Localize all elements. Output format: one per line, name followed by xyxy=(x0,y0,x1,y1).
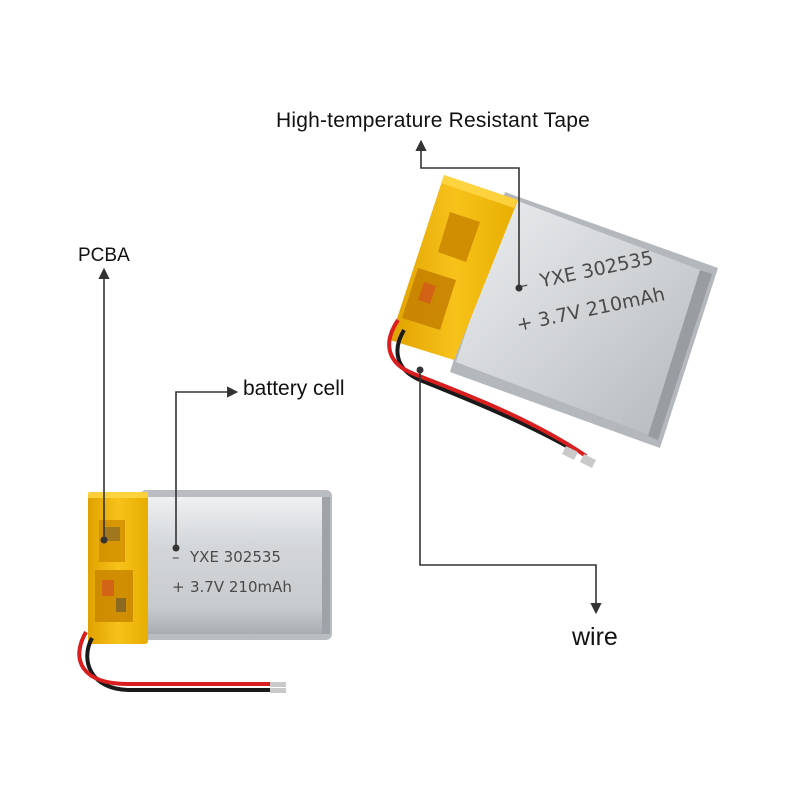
callout-dot-tape xyxy=(515,284,523,292)
print-plus-small: + xyxy=(172,578,185,596)
print-model-small: YXE 302535 xyxy=(189,548,281,566)
callout-lines xyxy=(98,139,602,615)
print-minus-small: – xyxy=(172,548,180,566)
label-battery-cell: battery cell xyxy=(243,377,345,400)
wire-red-small xyxy=(77,631,280,686)
callout-dot-pcba xyxy=(100,536,108,544)
wire-black-large xyxy=(395,328,571,450)
cell-body xyxy=(140,497,328,634)
battery-large: – YXE 302535 + 3.7V 210mAh xyxy=(387,175,718,468)
print-rating-small: 3.7V 210mAh xyxy=(190,578,292,596)
callout-line-cell xyxy=(175,386,239,548)
callout-dot-wire xyxy=(416,366,424,374)
callout-dots xyxy=(100,284,523,552)
pcba-board-large xyxy=(438,212,480,262)
callout-line-wire xyxy=(419,370,602,615)
label-tape: High-temperature Resistant Tape xyxy=(276,109,590,132)
callout-line-tape xyxy=(415,139,520,288)
callout-dot-cell xyxy=(172,544,180,552)
print-plus-large: + xyxy=(515,311,535,336)
label-pcba: PCBA xyxy=(78,245,130,266)
label-wire: wire xyxy=(572,623,618,651)
wire-red-large xyxy=(387,318,588,458)
battery-small: – YXE 302535 + 3.7V 210mAh xyxy=(77,490,332,693)
